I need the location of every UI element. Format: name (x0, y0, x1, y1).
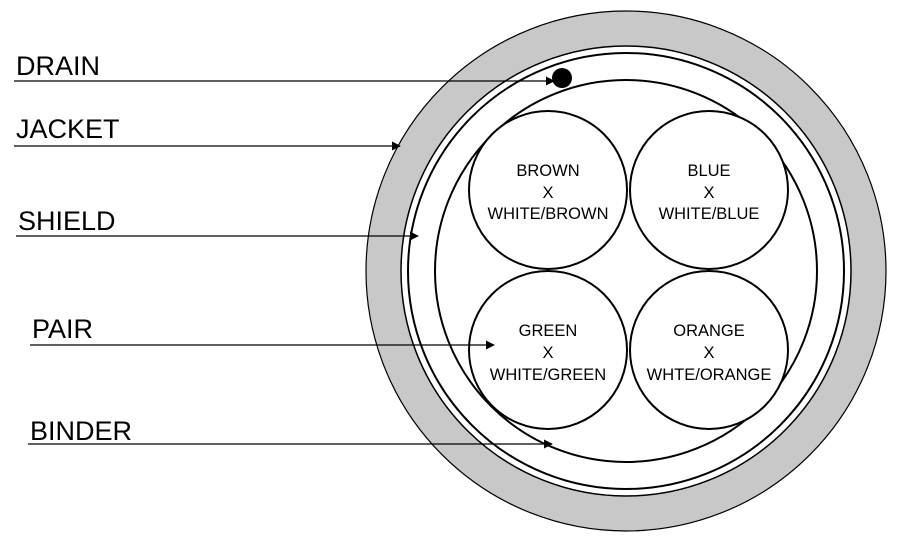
pair-mate-4: WHTE/ORANGE (647, 366, 772, 384)
pair-circle-brown (468, 110, 628, 270)
callout-shield: SHIELD (18, 206, 116, 236)
pair-mate-3: WHITE/GREEN (490, 366, 606, 384)
pair-x-1: X (542, 184, 553, 202)
pair-circle-blue (629, 110, 789, 270)
shield-ring (407, 52, 845, 490)
pair-label-green: GREEN X WHITE/GREEN (490, 322, 606, 384)
callout-jacket: JACKET (16, 114, 120, 144)
jacket-inner (400, 45, 852, 497)
callout-pair: PAIR (32, 314, 93, 344)
pair-color-4: ORANGE (673, 322, 745, 340)
pair-label-brown: BROWN X WHITE/BROWN (488, 162, 609, 223)
pair-color-1: BROWN (516, 162, 579, 180)
pair-x-3: X (542, 344, 553, 362)
pair-circle-green (468, 270, 628, 430)
pair-label-orange: ORANGE X WHTE/ORANGE (647, 322, 772, 384)
pair-color-3: GREEN (519, 322, 578, 340)
pair-label-blue: BLUE X WHITE/BLUE (659, 162, 760, 223)
drain-wire (552, 68, 572, 88)
pair-mate-1: WHITE/BROWN (488, 205, 609, 223)
callout-binder: BINDER (30, 416, 132, 446)
callout-drain: DRAIN (16, 51, 100, 81)
binder-ring (434, 79, 818, 463)
pair-x-4: X (703, 344, 714, 362)
pair-mate-2: WHITE/BLUE (659, 205, 760, 223)
pair-circle-orange (629, 270, 789, 430)
pair-x-2: X (703, 184, 714, 202)
pair-color-2: BLUE (687, 162, 730, 180)
